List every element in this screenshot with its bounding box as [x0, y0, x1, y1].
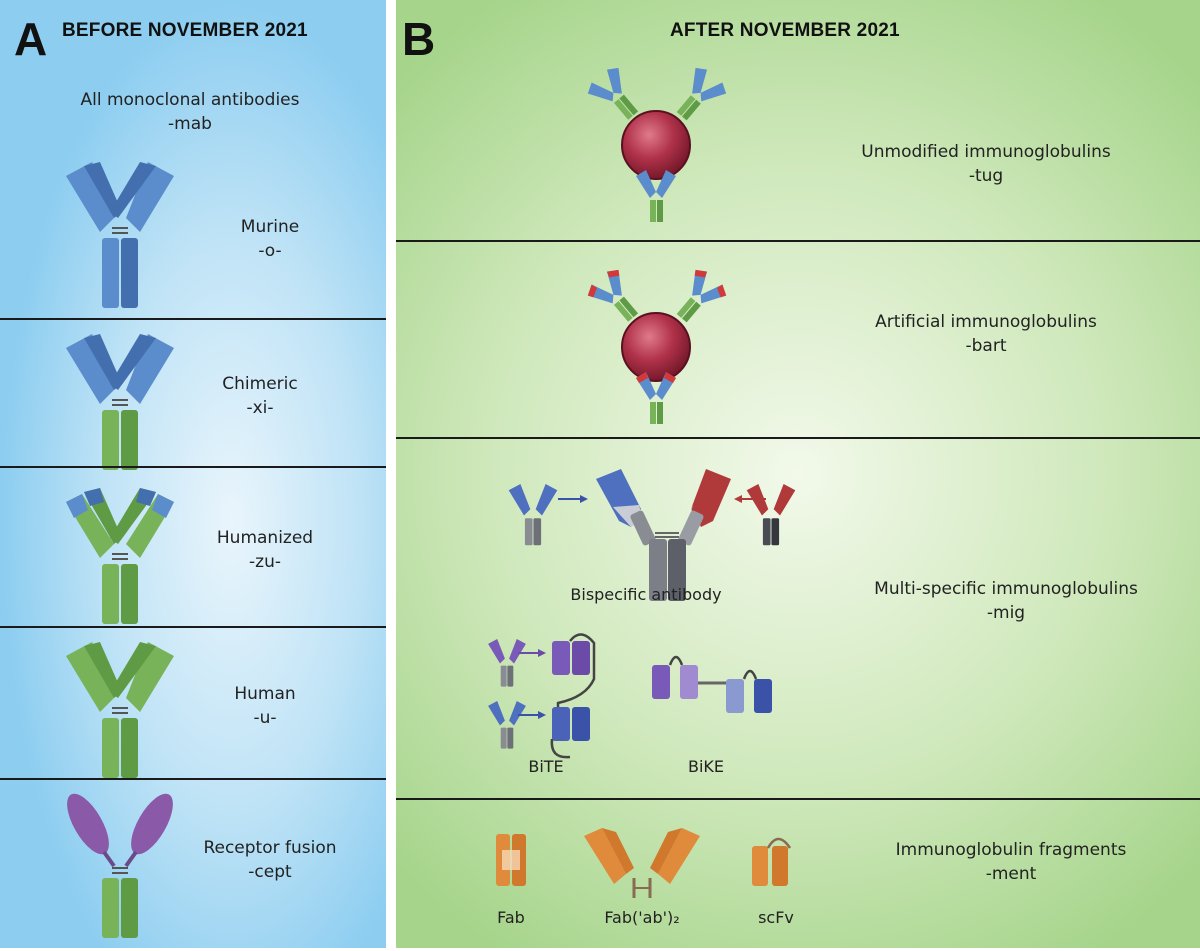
scfv-icon: [752, 837, 792, 886]
humanized-antibody-icon: [65, 487, 175, 625]
panel-letter-a: A: [14, 13, 48, 65]
panel-letter-b: B: [402, 13, 436, 65]
artificial-label: Artificial immunoglobulins-bart: [875, 312, 1097, 356]
section-receptor-fusion: Receptor fusion-cept: [0, 778, 386, 948]
unmodified-label: Unmodified immunoglobulins-tug: [861, 142, 1111, 186]
human-antibody-icon: [65, 641, 175, 779]
chimeric-antibody-icon: [65, 333, 175, 471]
section-unmodified: Unmodified immunoglobulins-tug: [396, 0, 1200, 240]
fab-icon: [496, 834, 526, 886]
murine-antibody-icon: [65, 161, 175, 309]
bite-caption: BiTE: [528, 757, 564, 776]
murine-label: Murine-o-: [240, 217, 300, 261]
section-humanized: Humanized-zu-: [0, 466, 386, 628]
receptor-fusion-icon: [56, 785, 184, 940]
section-human: Human-u-: [0, 626, 386, 780]
bike-caption: BiKE: [687, 757, 725, 776]
chimeric-label: Chimeric-xi-: [222, 374, 298, 418]
panel-a-before-2021: A BEFORE NOVEMBER 2021 All monoclonal an…: [0, 0, 386, 948]
panel-b-header: AFTER NOVEMBER 2021: [670, 20, 900, 41]
panel-a-header: BEFORE NOVEMBER 2021: [62, 20, 308, 41]
humanized-label: Humanized-zu-: [216, 528, 314, 572]
bispecific-antibody-icon: [508, 469, 796, 601]
section-murine: All monoclonal antibodies-mab Murine-o-: [0, 70, 386, 318]
section-multispecific: Bispecific antibody BiTE BiKE: [396, 437, 1200, 800]
fab2-icon: [584, 828, 700, 898]
bispecific-caption: Bispecific antibody: [570, 585, 722, 604]
bike-icon: [652, 655, 772, 713]
fab2-caption: Fab('ab')₂: [604, 908, 680, 927]
bite-icon: [488, 633, 596, 759]
scfv-caption: scFv: [758, 908, 794, 927]
section-artificial: Artificial immunoglobulins-bart: [396, 240, 1200, 439]
receptor-fusion-label: Receptor fusion-cept: [203, 838, 337, 882]
unmodified-antigen-icon: [576, 60, 736, 230]
artificial-antigen-icon: [576, 262, 736, 432]
fragments-label: Immunoglobulin fragments-ment: [895, 840, 1127, 884]
intro-label: All monoclonal antibodies-mab: [80, 90, 300, 134]
section-chimeric: Chimeric-xi-: [0, 318, 386, 471]
panel-b-after-2021: B AFTER NOVEMBER 2021 Unmodified immunog…: [396, 0, 1200, 948]
fab-caption: Fab: [497, 908, 525, 927]
section-fragments: Fab Fab('ab')₂ scFv Immunoglobulin fragm…: [396, 798, 1200, 948]
human-label: Human-u-: [234, 684, 296, 728]
multispecific-label: Multi-specific immunoglobulins-mig: [874, 579, 1138, 623]
